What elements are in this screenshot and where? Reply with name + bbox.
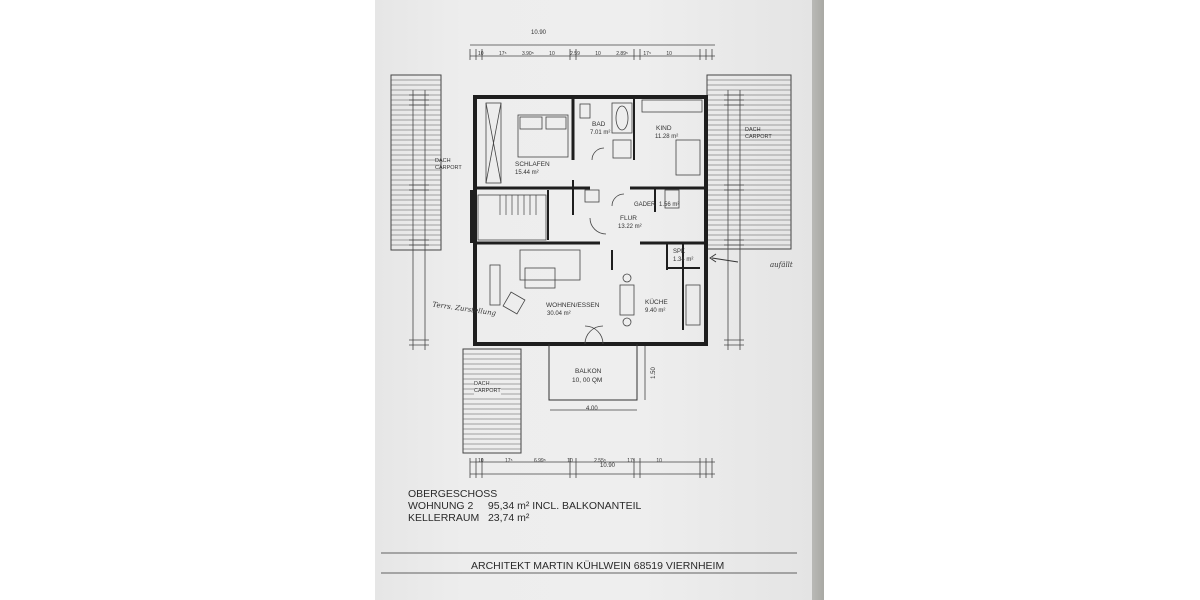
room-kind-name: KIND bbox=[656, 125, 672, 132]
interior-walls bbox=[470, 97, 706, 330]
balcony-outline bbox=[548, 344, 638, 401]
room-wohnen-name: WOHNEN/ESSEN bbox=[546, 302, 600, 309]
room-schlafen-area: 15.44 m² bbox=[515, 170, 539, 176]
room-balkon-area: 10, 00 QM bbox=[572, 377, 603, 384]
unit-area: WOHNUNG 2 95,34 m² INCL. BALKONANTEIL bbox=[408, 500, 642, 512]
room-gader-area: 1.56 m² bbox=[659, 202, 680, 208]
room-flur-name: FLUR bbox=[620, 215, 637, 222]
room-wohnen-area: 30.04 m² bbox=[547, 311, 571, 317]
staircase bbox=[499, 195, 537, 215]
furniture bbox=[477, 99, 703, 345]
handwritten-note-right: aufällt bbox=[770, 261, 793, 269]
paper-edge-shadow bbox=[812, 0, 824, 600]
room-gader-name: GADER bbox=[634, 202, 656, 208]
room-spk-area: 1.34 m² bbox=[673, 257, 694, 263]
room-spk-name: SPK bbox=[673, 249, 686, 255]
floor-name: OBERGESCHOSS bbox=[408, 488, 498, 500]
dim-top-segments: 10 17⁵ 3.90⁵ 10 2.59 10 2.89⁵ 17⁵ 10 bbox=[478, 51, 672, 57]
room-flur-area: 13.22 m² bbox=[618, 224, 642, 230]
carport-right-roof bbox=[706, 74, 792, 250]
architect-footer: ARCHITEKT MARTIN KÜHLWEIN 68519 VIERNHEI… bbox=[471, 560, 725, 572]
carport-right-label-1: DACH bbox=[745, 127, 761, 133]
room-kueche-area: 9.40 m² bbox=[645, 308, 666, 314]
dim-balcony-width: 4.00 bbox=[586, 406, 598, 412]
dim-bottom-segments: 10 17⁵ 6.99⁵ 10 2.55⁵ 17⁵ 10 bbox=[478, 458, 662, 464]
plan-info-block: OBERGESCHOSS WOHNUNG 2 95,34 m² INCL. BA… bbox=[408, 488, 641, 524]
dim-top-total: 10.90 bbox=[531, 30, 547, 36]
carport-bottom-label-2: CARPORT bbox=[474, 388, 501, 395]
carport-bottom-label-1: DACH bbox=[474, 381, 490, 388]
carport-left-roof bbox=[390, 74, 442, 251]
room-schlafen-name: SCHLAFEN bbox=[515, 161, 550, 168]
floor-plan bbox=[390, 44, 792, 478]
cellar-area: KELLERRAUM 23,74 m² bbox=[408, 512, 530, 524]
exterior-walls bbox=[473, 95, 708, 346]
carport-left-label-2: CARPORT bbox=[435, 165, 462, 171]
carport-left-label-1: DACH bbox=[435, 158, 451, 164]
room-balkon-name: BALKON bbox=[575, 368, 602, 375]
annotation-arrow bbox=[709, 253, 739, 263]
dimension-ticks bbox=[409, 49, 744, 478]
room-kind-area: 11.28 m² bbox=[655, 134, 679, 140]
room-bad-name: BAD bbox=[592, 121, 606, 128]
room-bad-area: 7.01 m² bbox=[590, 130, 611, 136]
dim-bottom-total: 10.90 bbox=[600, 463, 616, 469]
dimension-lines bbox=[412, 44, 741, 475]
room-kueche-name: KÜCHE bbox=[645, 299, 668, 306]
carport-right-label-2: CARPORT bbox=[745, 134, 772, 140]
